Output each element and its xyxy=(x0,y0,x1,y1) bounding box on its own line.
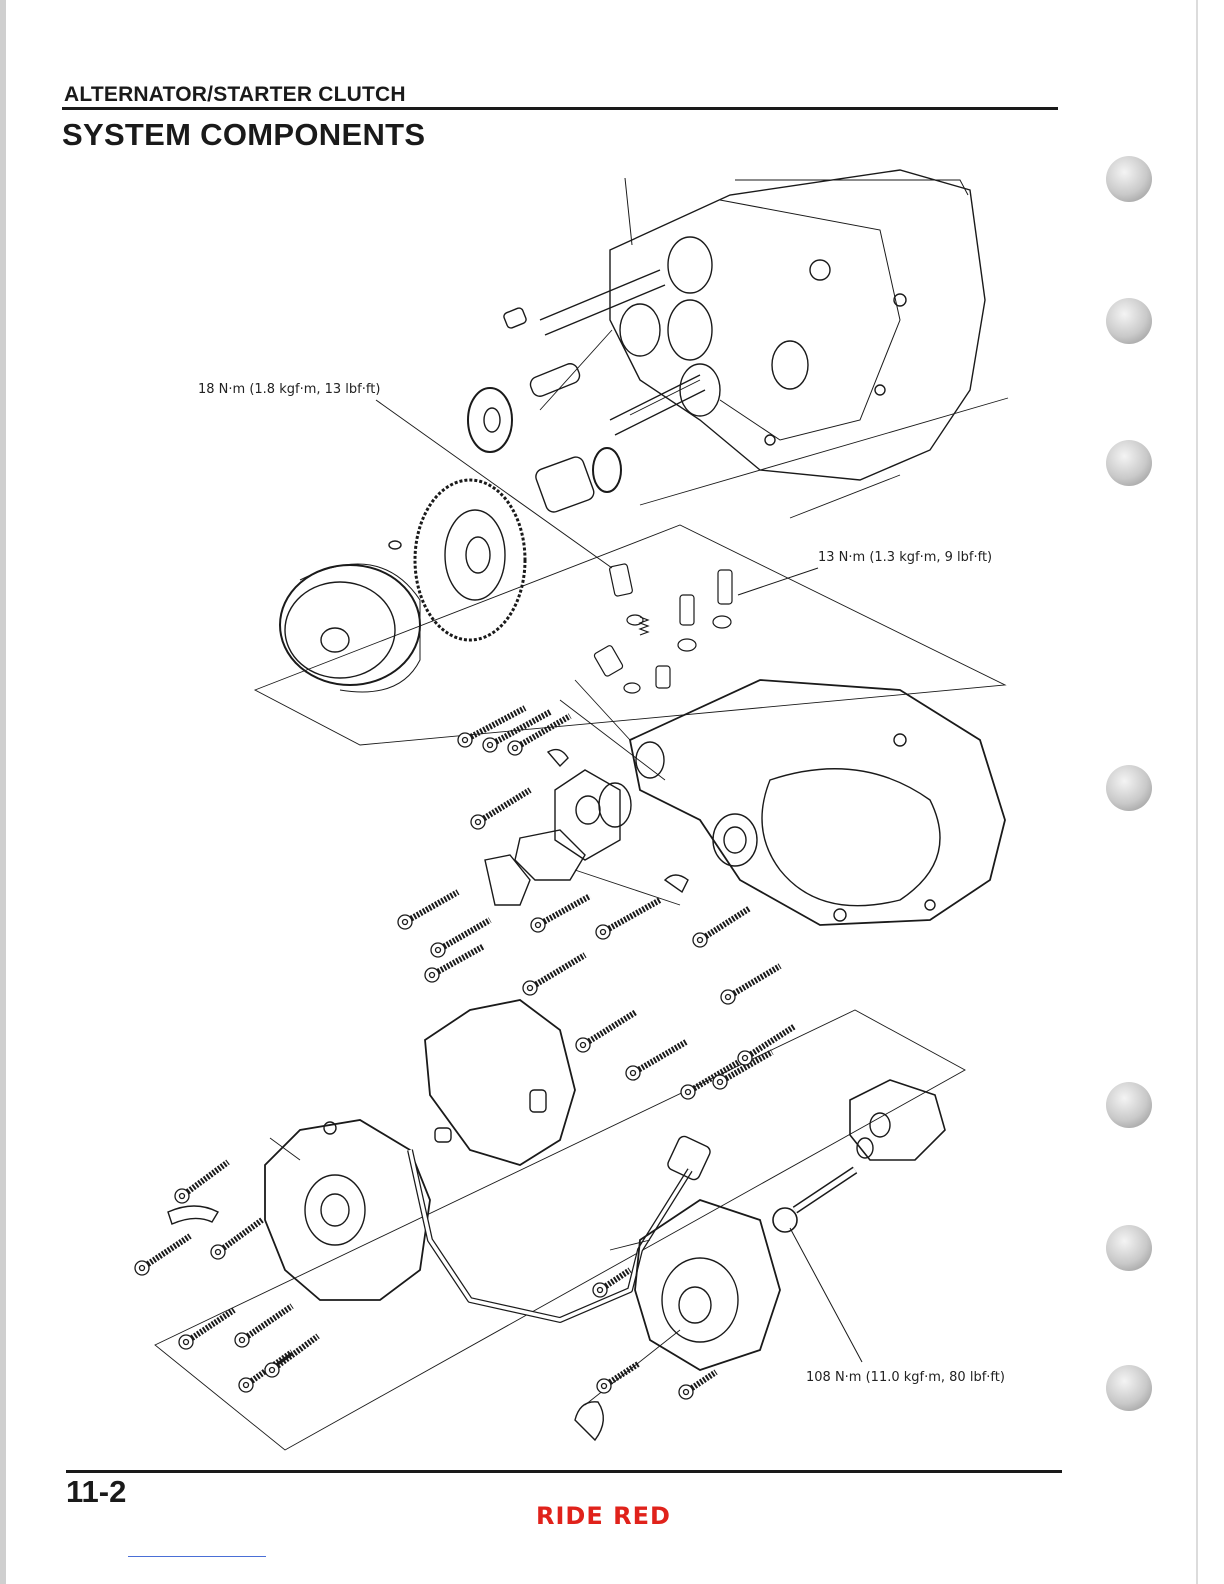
section-tab-marker xyxy=(1106,298,1152,344)
footer-rule xyxy=(66,1470,1062,1473)
section-tab-marker xyxy=(1106,440,1152,486)
starter-driven-gear xyxy=(415,480,525,640)
flange-bolt xyxy=(679,1372,716,1399)
leader-108nm xyxy=(790,1228,862,1362)
left-crankcase-cover xyxy=(630,680,1005,925)
section-tab-marker xyxy=(1106,765,1152,811)
flange-bolt xyxy=(596,900,660,939)
flange-bolt xyxy=(721,966,780,1004)
torque-spec-18nm: 18 N·m (1.8 kgf·m, 13 lbf·ft) xyxy=(198,382,380,397)
section-tab-marker xyxy=(1106,1365,1152,1411)
flange-bolt xyxy=(211,1220,262,1259)
torque-spec-13nm: 13 N·m (1.3 kgf·m, 9 lbf·ft) xyxy=(818,550,992,565)
flange-bolt xyxy=(693,908,750,947)
section-tab-marker xyxy=(1106,1082,1152,1128)
leader-13nm xyxy=(738,568,818,595)
crankcase-assembly xyxy=(610,170,985,480)
flange-bolt xyxy=(508,716,570,755)
bottom-link-underline xyxy=(128,1556,266,1557)
flange-bolt xyxy=(531,896,590,932)
clamp-lower xyxy=(575,1402,603,1440)
stator-cover xyxy=(265,1120,430,1300)
flange-bolt xyxy=(626,1042,686,1080)
section-tab-marker xyxy=(1106,1225,1152,1271)
reduction-gear-cap xyxy=(850,1080,945,1160)
leader-18nm xyxy=(376,400,612,568)
oil-pump-parts xyxy=(485,770,631,905)
flywheel-rotor xyxy=(280,541,420,692)
flange-bolt xyxy=(471,790,530,829)
flange-bolt xyxy=(135,1236,190,1275)
flange-bolt xyxy=(738,1026,795,1065)
torque-spec-108nm: 108 N·m (11.0 kgf·m, 80 lbf·ft) xyxy=(806,1370,1005,1385)
starter-bolt xyxy=(773,1170,855,1232)
idler-gear-set xyxy=(468,388,621,514)
flange-bolt xyxy=(431,920,490,957)
flange-bolt xyxy=(576,1012,636,1052)
flange-bolt xyxy=(398,892,458,929)
flange-bolt xyxy=(597,1364,638,1393)
flange-bolt xyxy=(235,1306,292,1347)
cover-gasket xyxy=(425,1000,575,1165)
transmission-shafts xyxy=(503,237,808,435)
footer-brand: RIDE RED xyxy=(536,1502,671,1530)
page-number: 11-2 xyxy=(66,1474,126,1510)
flange-bolt xyxy=(523,955,585,995)
flange-bolt xyxy=(681,1060,742,1099)
relief-valve-parts xyxy=(593,563,732,693)
flange-bolt xyxy=(175,1162,228,1203)
section-tab-marker xyxy=(1106,156,1152,202)
flange-bolt xyxy=(265,1336,318,1377)
